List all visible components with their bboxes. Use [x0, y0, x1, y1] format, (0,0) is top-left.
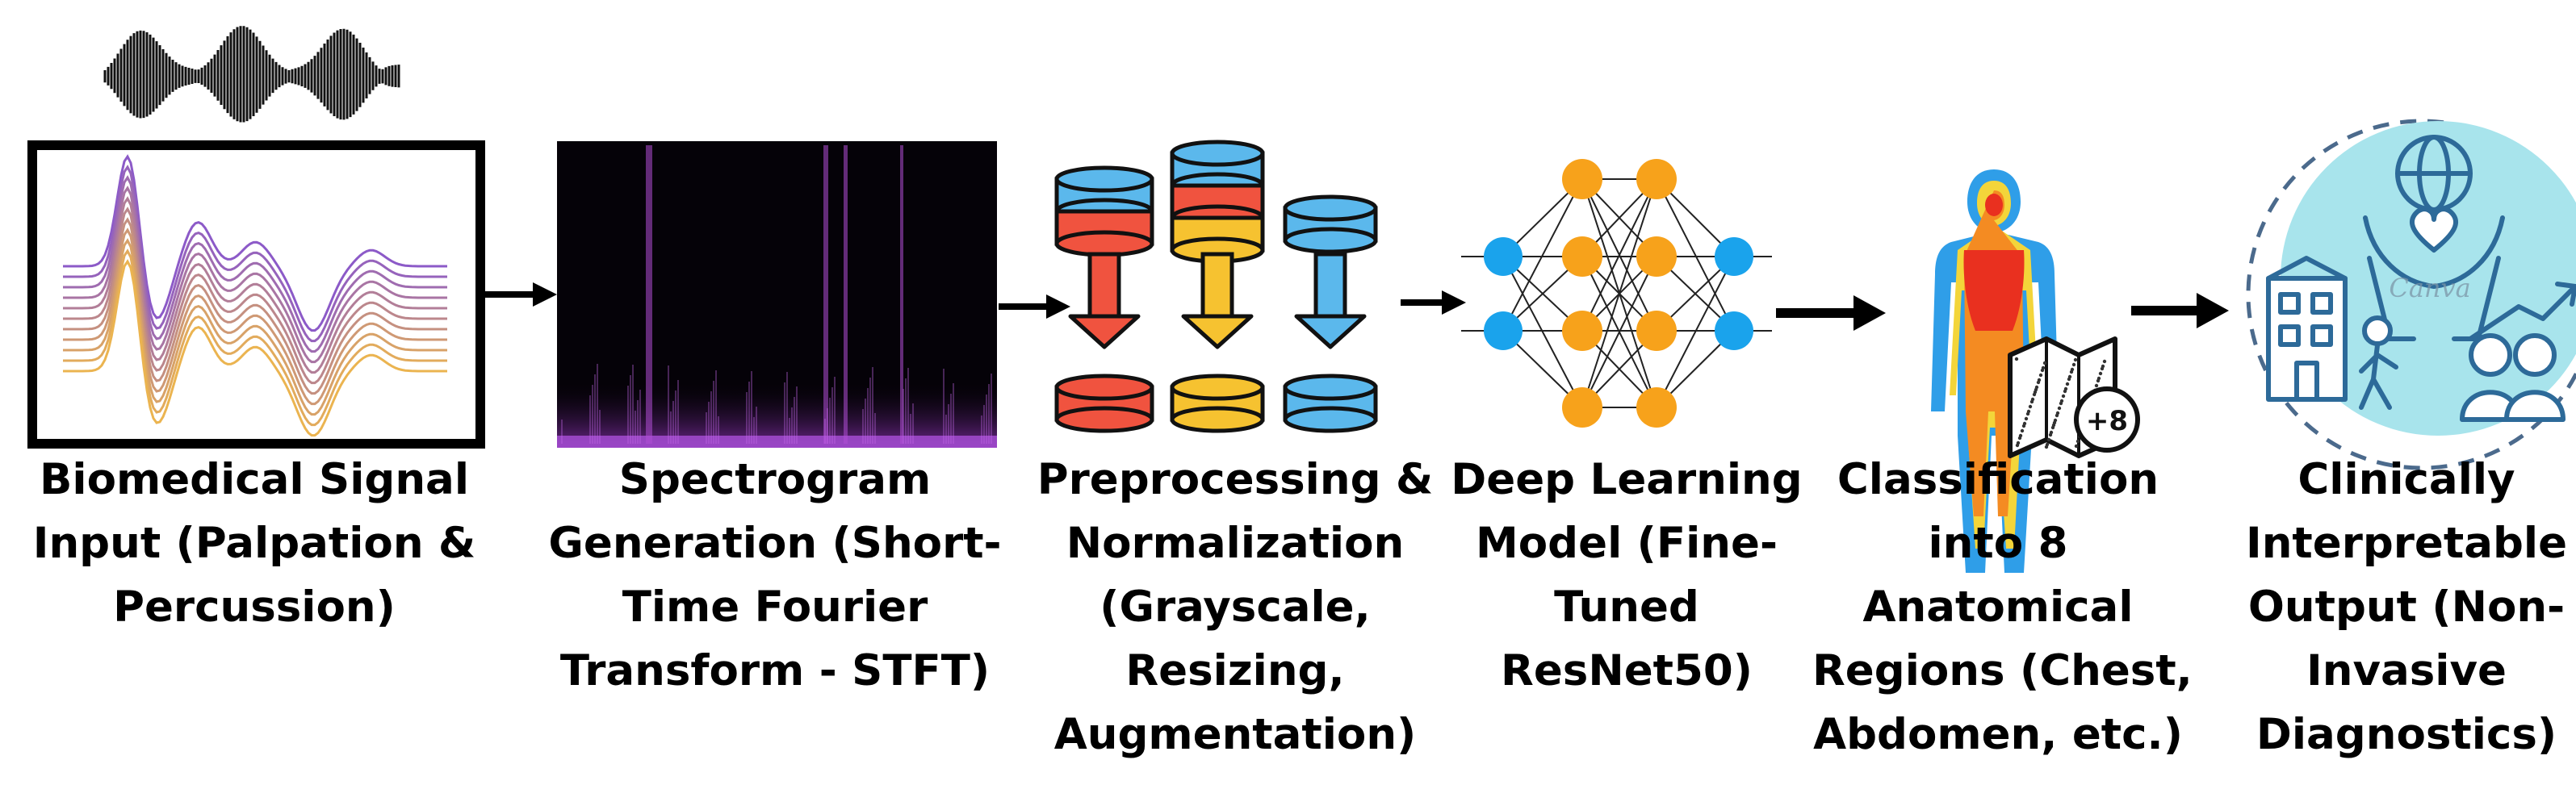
caption-line: Biomedical Signal — [40, 455, 469, 504]
step5-caption: Classification into 8 Anatomical Regions… — [1812, 448, 2193, 766]
caption-line: Output (Non- — [2247, 582, 2566, 632]
caption-line: Diagnostics) — [2256, 710, 2557, 759]
watermark: Canva — [2389, 273, 2470, 303]
caption-line: Generation (Short- — [548, 519, 1002, 568]
caption-line: Time Fourier — [622, 582, 928, 632]
caption-line: Regions (Chest, — [1812, 646, 2193, 695]
database-arrows-icon — [1054, 140, 1378, 433]
step6-caption: Clinically Interpretable Output (Non- In… — [2240, 448, 2573, 766]
caption-line: Transform - STFT) — [559, 646, 991, 695]
caption-line: Augmentation) — [1053, 710, 1417, 759]
waveform-icon — [63, 154, 447, 437]
caption-line: Preprocessing & — [1037, 455, 1434, 504]
caption-line: Interpretable — [2245, 519, 2568, 568]
step1-caption: Biomedical Signal Input (Palpation & Per… — [0, 448, 509, 639]
arrow-3 — [1401, 290, 1466, 315]
arrow-4 — [1776, 295, 1886, 331]
caption-line: ResNet50) — [1501, 646, 1753, 695]
caption-line: (Grayscale, — [1100, 582, 1371, 632]
caption-line: Clinically — [2297, 455, 2515, 504]
badge-circle — [2074, 386, 2140, 453]
caption-line: Spectrogram — [618, 455, 932, 504]
body-heatmap-icon — [1931, 169, 2059, 573]
caption-line: into 8 — [1928, 519, 2068, 568]
spectrogram-image — [557, 141, 997, 448]
caption-line: Resizing, — [1125, 646, 1345, 695]
healthcare-icon: Canva — [2246, 119, 2576, 470]
neural-network-icon — [1461, 159, 1772, 428]
badge-text: +8 — [2086, 405, 2128, 437]
arrow-5 — [2131, 293, 2229, 328]
region-map-icon: +8 — [2008, 336, 2140, 458]
caption-line: Deep Learning — [1451, 455, 1803, 504]
caption-line: Abdomen, etc.) — [1813, 710, 2183, 759]
caption-line: Percussion) — [113, 582, 396, 632]
arrow-1 — [482, 282, 557, 307]
caption-line: Anatomical — [1862, 582, 2134, 632]
caption-line: Input (Palpation & — [32, 519, 476, 568]
caption-line: Normalization — [1066, 519, 1405, 568]
caption-line: Model (Fine- — [1476, 519, 1778, 568]
arrow-2 — [999, 294, 1070, 319]
step4-caption: Deep Learning Model (Fine- Tuned ResNet5… — [1449, 448, 1804, 703]
caption-line: Invasive — [2306, 646, 2507, 695]
step3-caption: Preprocessing & Normalization (Grayscale… — [1025, 448, 1445, 766]
caption-line: Classification — [1837, 455, 2159, 504]
step2-caption: Spectrogram Generation (Short- Time Four… — [533, 448, 1017, 703]
mini-waveform-icon — [103, 26, 400, 123]
signal-input-frame — [27, 140, 485, 449]
caption-line: Tuned — [1554, 582, 1699, 632]
